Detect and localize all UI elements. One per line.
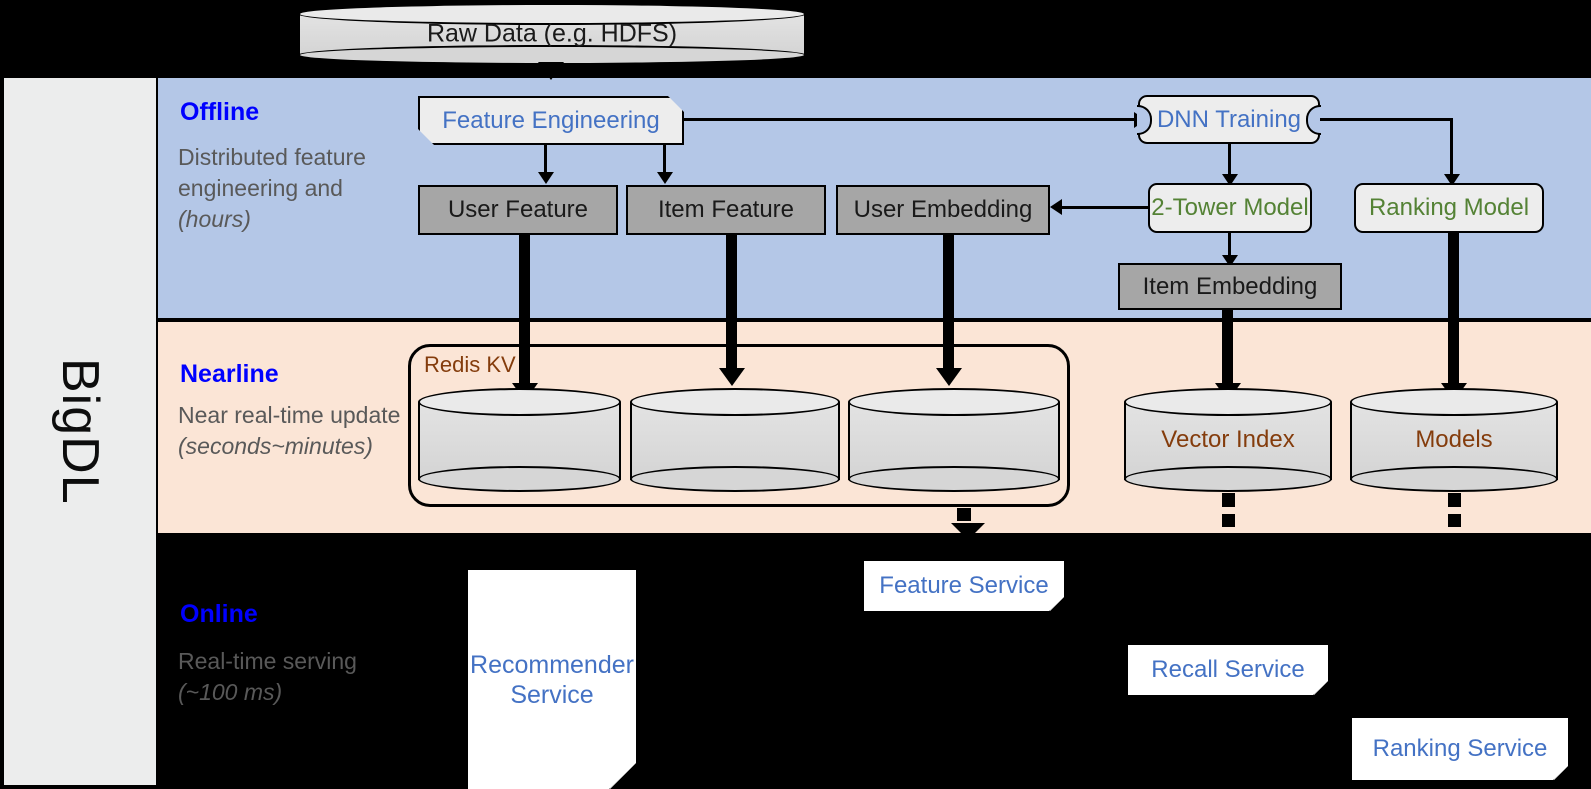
dash-ranking-2	[1448, 514, 1461, 527]
bigdl-platform-panel: BigDL	[4, 78, 156, 785]
dash-feature-head	[951, 523, 985, 540]
redis-kv-label: Redis KV	[424, 352, 516, 377]
raw-data-label: Raw Data (e.g. HDFS)	[426, 19, 678, 48]
recommender-service-label: Recommender Service	[470, 650, 634, 709]
edge-twotower-to-userembedding	[1062, 206, 1150, 209]
stage-title-online: Online	[180, 600, 258, 628]
user-embedding-node[interactable]: User Embedding	[836, 185, 1050, 235]
feature-service-node[interactable]: Feature Service	[864, 561, 1064, 611]
dash-ranking-1	[1448, 493, 1461, 507]
pipe-itemembedding	[1222, 310, 1233, 390]
cylinder-top	[1350, 388, 1558, 416]
store-user-feature[interactable]	[418, 388, 621, 492]
item-feature-label: Item Feature	[657, 196, 795, 223]
pipe-userembedding	[943, 235, 954, 375]
feature-engineering-label: Feature Engineering	[442, 106, 660, 134]
recall-service-label: Recall Service	[1151, 656, 1305, 683]
dnn-training-label: DNN Training	[1156, 105, 1302, 133]
arrow-rawdata-to-fe-head	[538, 62, 564, 80]
dash-feature-1	[957, 508, 971, 521]
edge-fe-to-userfeature-head	[538, 172, 554, 184]
pipe-itemfeature-head	[719, 368, 745, 386]
vector-index-label: Vector Index	[1161, 426, 1295, 453]
recommender-service-node[interactable]: Recommender Service	[468, 570, 636, 789]
item-embedding-label: Item Embedding	[1142, 272, 1318, 300]
feature-service-label: Feature Service	[879, 572, 1049, 599]
user-feature-node[interactable]: User Feature	[418, 185, 618, 235]
cylinder-bottom	[1124, 466, 1332, 492]
dnn-training-node[interactable]: DNN Training	[1138, 95, 1320, 144]
item-feature-node[interactable]: Item Feature	[626, 185, 826, 235]
edge-twotower-to-userembedding-head	[1050, 199, 1062, 215]
pipe-rankingmodel	[1448, 233, 1459, 389]
vector-index-store[interactable]: Vector Index	[1124, 388, 1332, 492]
pipe-userfeature	[519, 235, 530, 390]
recall-service-node[interactable]: Recall Service	[1128, 645, 1328, 695]
store-item-feature[interactable]	[630, 388, 840, 492]
edge-fe-to-itemfeature-head	[657, 172, 673, 184]
ranking-model-node[interactable]: Ranking Model	[1354, 183, 1544, 233]
bigdl-label: BigDL	[51, 358, 109, 505]
cylinder-top	[298, 3, 806, 25]
ranking-model-label: Ranking Model	[1368, 194, 1530, 221]
dash-recall-1	[1222, 493, 1235, 507]
models-store[interactable]: Models	[1350, 388, 1558, 492]
redis-kv-container	[408, 344, 1070, 507]
feature-engineering-node[interactable]: Feature Engineering	[418, 96, 684, 145]
edge-fe-to-userfeature	[544, 145, 547, 176]
cylinder-bottom	[1350, 466, 1558, 492]
stage-desc-offline: Distributed feature engineering and (hou…	[178, 144, 366, 232]
cylinder-top	[418, 388, 621, 416]
models-label: Models	[1415, 426, 1493, 453]
cylinder-top	[848, 388, 1060, 416]
edge-dnn-to-ranking-h	[1320, 118, 1453, 121]
edge-fe-to-itemfeature	[663, 145, 666, 176]
user-embedding-label: User Embedding	[853, 196, 1033, 223]
store-user-embedding[interactable]	[848, 388, 1060, 492]
bigdl-label-wrapper: BigDL	[4, 78, 156, 785]
edge-twotower-to-itememb	[1228, 233, 1231, 261]
two-tower-model-label: 2-Tower Model	[1151, 194, 1309, 221]
ranking-service-node[interactable]: Ranking Service	[1352, 718, 1568, 780]
pipe-itemfeature	[726, 235, 737, 375]
stage-title-offline: Offline	[180, 98, 260, 126]
stage-desc-nearline: Near real-time update (seconds~minutes)	[178, 402, 401, 459]
two-tower-model-node[interactable]: 2-Tower Model	[1148, 183, 1312, 233]
edge-dnn-to-twotower	[1228, 144, 1231, 178]
edge-dnn-to-ranking-v	[1450, 118, 1453, 178]
user-feature-label: User Feature	[447, 196, 589, 223]
cylinder-bottom	[418, 466, 621, 492]
edge-fe-to-dnn	[684, 118, 1136, 121]
item-embedding-node[interactable]: Item Embedding	[1118, 263, 1342, 310]
stage-desc-online: Real-time serving (~100 ms)	[178, 648, 357, 705]
stage-title-nearline: Nearline	[180, 360, 279, 388]
cylinder-top	[630, 388, 840, 416]
dash-recall-2	[1222, 514, 1235, 527]
cylinder-top	[1124, 388, 1332, 416]
ranking-service-label: Ranking Service	[1372, 735, 1548, 762]
cylinder-bottom	[630, 466, 840, 492]
pipe-userembedding-head	[936, 368, 962, 386]
cylinder-bottom	[848, 466, 1060, 492]
raw-data-store: Raw Data (e.g. HDFS)	[298, 3, 806, 65]
